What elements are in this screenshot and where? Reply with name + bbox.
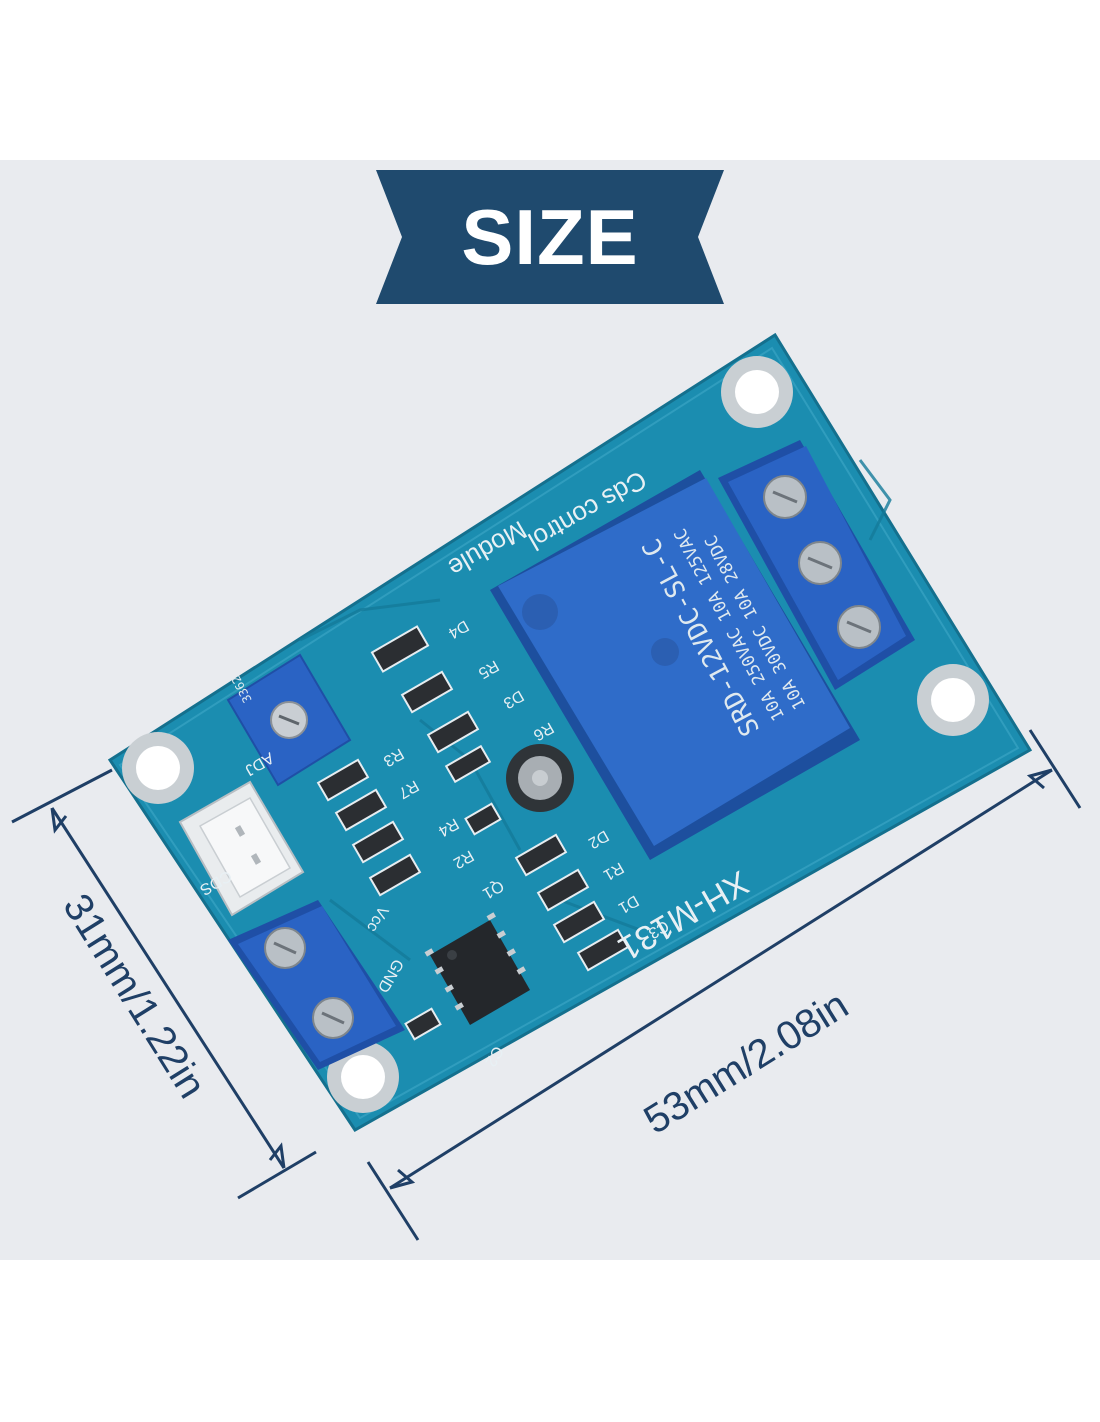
height-label: 31mm/1.22in [54,886,214,1105]
sensor-connector [178,780,305,917]
width-label: 53mm/2.08in [636,983,855,1143]
banner-ribbon-shape [376,170,724,304]
banner-title: SIZE [461,192,639,281]
mounting-hole [327,1041,399,1113]
output-screw-terminal [718,440,915,690]
mounting-hole [721,356,793,428]
terminal-screw [264,927,306,969]
mounting-hole [122,732,194,804]
terminal-screw [837,605,881,649]
relay: SRD-12VDC-SL-C 10A 250VAC 10A 125VAC 10A… [490,470,860,860]
terminal-screw [798,541,842,585]
smd-components [316,625,630,1041]
mounting-holes [122,356,989,1113]
electrolytic-capacitor [506,744,574,812]
terminal-screw [312,997,354,1039]
potentiometer: 3362 [226,653,352,787]
mounting-hole [917,664,989,736]
input-screw-terminal [228,900,405,1070]
terminal-screw [763,475,807,519]
size-banner: SIZE [376,170,724,304]
ic-chip [424,912,530,1025]
